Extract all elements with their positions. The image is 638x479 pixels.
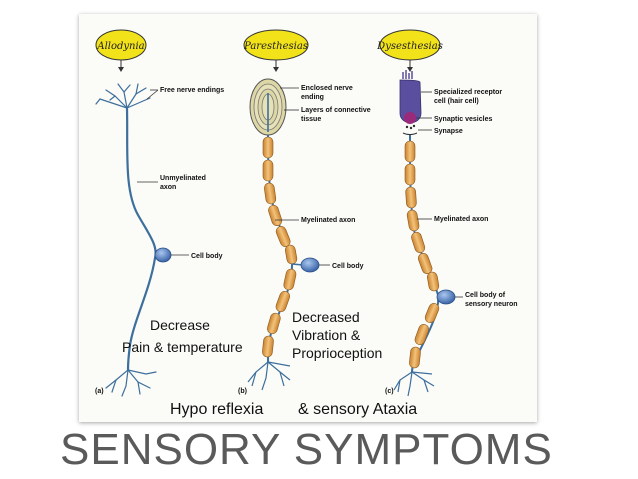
label-layers-2: tissue	[301, 116, 321, 123]
cell-body-b	[300, 257, 320, 273]
leaders-b	[275, 87, 299, 221]
label-layers-1: Layers of connective	[301, 107, 371, 114]
allodynia-badge: Allodynia	[95, 29, 147, 72]
dysesthesias-badge-label: Dysesthesias	[376, 41, 443, 52]
label-unmyelinated-axon-1: Unmyelinated	[160, 175, 206, 182]
label-myelinated-axon-b: Myelinated axon	[301, 217, 355, 224]
label-cell-body-a: Cell body	[191, 253, 223, 260]
note-b-line-2: Vibration &	[292, 327, 361, 343]
label-cell-body-c-1: Cell body of	[465, 292, 506, 299]
note-a-line-2: Pain & temperature	[122, 339, 243, 355]
label-receptor-1: Specialized receptor	[434, 89, 502, 96]
note-b-line-3: Proprioception	[292, 345, 382, 361]
cell-body-a	[154, 247, 172, 263]
cell-body-c	[436, 289, 456, 305]
myelin-sheath-c	[404, 140, 440, 369]
terminal-branches-a	[105, 369, 157, 397]
caption-hypo-reflexia: Hypo reflexia	[170, 401, 263, 418]
note-a-line-1: Decrease	[150, 317, 210, 333]
leaders-a	[137, 89, 159, 183]
label-enclosed-nerve-ending-1: Enclosed nerve	[301, 85, 353, 92]
enclosed-nerve-ending	[249, 78, 287, 136]
label-receptor-2: cell (hair cell)	[434, 98, 479, 105]
panel-letter-a: (a)	[95, 388, 104, 395]
panel-letter-b: (b)	[238, 388, 247, 395]
label-unmyelinated-axon-2: axon	[160, 184, 176, 191]
label-cell-body-c-2: sensory neuron	[465, 301, 518, 308]
neuron-a	[95, 83, 157, 397]
label-synapse: Synapse	[434, 128, 463, 135]
leaders-c	[416, 91, 432, 220]
myelin-sheath-b	[262, 136, 298, 358]
label-cell-body-b: Cell body	[332, 263, 364, 270]
caption-sensory-ataxia: & sensory Ataxia	[298, 401, 417, 418]
label-myelinated-axon-c: Myelinated axon	[434, 216, 488, 223]
terminal-branches-b	[247, 361, 291, 391]
terminal-branches-c	[393, 371, 435, 397]
neuron-b	[247, 78, 330, 391]
paresthesias-badge-label: Paresthesias	[243, 41, 308, 52]
panel-letter-c: (c)	[385, 388, 394, 395]
note-b-line-1: Decreased	[292, 309, 360, 325]
label-synaptic-vesicles: Synaptic vesicles	[434, 116, 492, 123]
label-enclosed-nerve-ending-2: ending	[301, 94, 324, 101]
figure-panel	[79, 14, 537, 422]
neuron-c	[393, 70, 463, 397]
allodynia-badge-label: Allodynia	[96, 41, 144, 52]
dysesthesias-badge: Dysesthesias	[376, 29, 443, 72]
specialized-receptor-cell	[399, 70, 422, 135]
label-free-nerve-endings: Free nerve endings	[160, 87, 224, 94]
slide-title: SENSORY SYMPTOMS	[60, 425, 553, 474]
paresthesias-badge: Paresthesias	[243, 29, 309, 72]
free-nerve-endings	[95, 83, 151, 109]
unmyelinated-axon-a	[125, 106, 157, 372]
